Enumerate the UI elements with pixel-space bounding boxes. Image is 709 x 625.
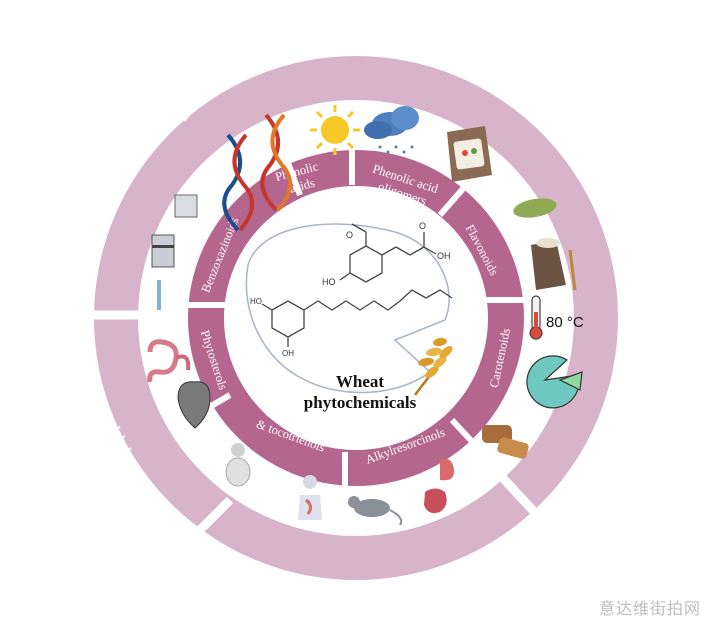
- digestive-system-icon: [298, 475, 322, 520]
- thermometer-icon: [529, 295, 543, 340]
- outer-segment-bio: Bioaccessibility & bioavailability: [233, 577, 489, 625]
- leaf-icon: [513, 198, 557, 218]
- ferulic-acid-structure: [339, 223, 437, 283]
- inner-ring: [188, 150, 524, 488]
- mol-label-carbonyl-o: O: [419, 221, 426, 231]
- alkylresorcinol-structure: [261, 289, 453, 347]
- intestine-icon: [147, 339, 191, 383]
- lab-instrument-icon: [151, 194, 198, 310]
- bread-icon: [482, 425, 529, 459]
- mol-label-phenol-ho: HO: [322, 277, 336, 287]
- wheat-ear-icon: [414, 337, 453, 396]
- rain-cloud-icon: [364, 106, 419, 154]
- pie-slice-icon: [526, 355, 583, 409]
- grain-outline: [245, 223, 450, 394]
- center-title-line1: Wheat: [336, 372, 385, 391]
- sun-icon: [310, 105, 360, 155]
- seed-bag-icon: [447, 126, 492, 182]
- stomach-intestine-icon: [424, 458, 455, 514]
- mol-label-acid-oh: OH: [437, 251, 451, 261]
- dna-icon: [222, 113, 292, 232]
- center-title-line2: phytochemicals: [304, 393, 417, 412]
- mouse-icon: [348, 496, 403, 526]
- watermark: 意达维街拍网: [598, 599, 701, 618]
- svg-text:Bioaccessibility & bioavailabi: Bioaccessibility & bioavailability: [233, 577, 489, 625]
- mol-label-ring-oh: OH: [282, 349, 294, 358]
- heart-icon: [177, 381, 211, 429]
- temperature-label: 80 °C: [546, 314, 584, 331]
- person-icon: [225, 443, 251, 487]
- mol-label-methoxy-o: O: [346, 230, 353, 240]
- flour-sack-icon: [531, 238, 577, 291]
- mol-label-ring-ho: HO: [250, 297, 262, 306]
